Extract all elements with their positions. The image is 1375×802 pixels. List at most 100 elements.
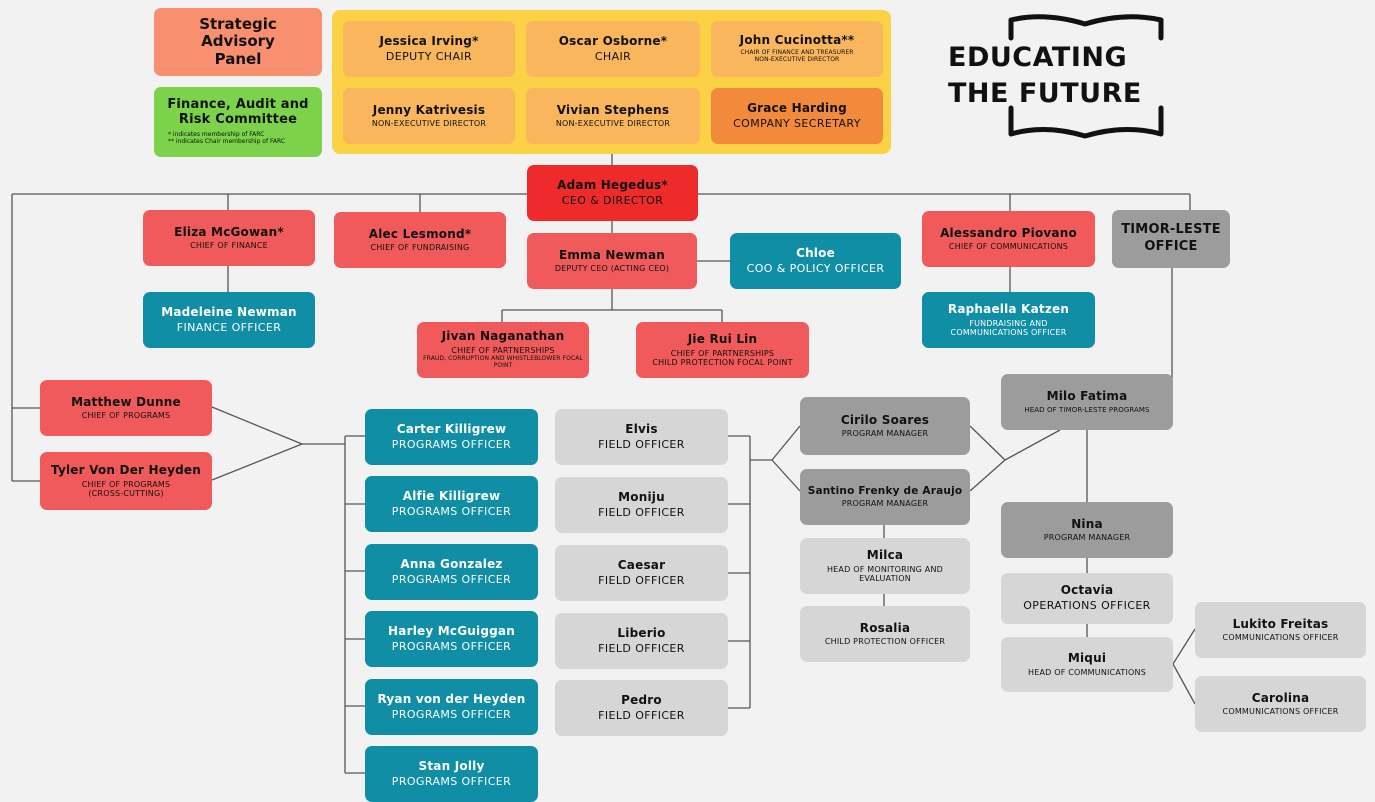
board-member-oscar: Oscar Osborne* CHAIR (526, 21, 700, 77)
field-officer-moniju: Moniju FIELD OFFICER (555, 477, 728, 533)
jivan-box: Jivan Naganathan CHIEF OF PARTNERSHIPS F… (417, 322, 589, 378)
cirilo-box: Cirilo Soares PROGRAM MANAGER (800, 397, 970, 455)
rosalia-box: Rosalia CHILD PROTECTION OFFICER (800, 606, 970, 662)
board-member-name: Jessica Irving* (379, 33, 479, 48)
ceo-box: Adam Hegedus* CEO & DIRECTOR (527, 165, 698, 221)
board-member-jessica: Jessica Irving* DEPUTY CHAIR (343, 21, 515, 77)
person-name: Jivan Naganathan (441, 329, 565, 344)
field-officer-elvis: Elvis FIELD OFFICER (555, 409, 728, 465)
person-name: Lukito Freitas (1232, 616, 1329, 631)
tyler-box: Tyler Von Der Heyden CHIEF OF PROGRAMS (… (40, 452, 212, 510)
chloe-box: Chloe COO & POLICY OFFICER (730, 233, 901, 289)
person-name: Eliza McGowan* (174, 224, 284, 239)
person-name: Santino Frenky de Araujo (807, 485, 963, 498)
board-member-name: Oscar Osborne* (558, 33, 668, 48)
person-role: FINANCE OFFICER (176, 320, 282, 334)
person-role: CHILD PROTECTION OFFICER (824, 637, 946, 647)
person-name: Anna Gonzalez (400, 556, 503, 571)
board-member-role: NON-EXECUTIVE DIRECTOR (555, 119, 671, 129)
person-name: Caesar (617, 557, 666, 572)
carolina-box: Carolina COMMUNICATIONS OFFICER (1195, 676, 1366, 732)
person-role: HEAD OF TIMOR-LESTE PROGRAMS (1024, 405, 1150, 414)
person-role: CHIEF OF PROGRAMS (CROSS-CUTTING) (81, 479, 171, 498)
board-member-john: John Cucinotta** CHAIR OF FINANCE AND TR… (711, 21, 883, 77)
matthew-box: Matthew Dunne CHIEF OF PROGRAMS (40, 380, 212, 436)
board-member-name: Grace Harding (747, 100, 847, 115)
board-member-role: NON-EXECUTIVE DIRECTOR (371, 119, 487, 129)
person-name: Emma Newman (558, 247, 666, 262)
person-name: Milo Fatima (1046, 389, 1128, 404)
timor-leste-office-label: TIMOR-LESTE OFFICE (1121, 222, 1221, 254)
board-member-name: Jenny Katrivesis (372, 102, 486, 117)
person-role: COMMUNICATIONS OFFICER (1222, 707, 1339, 717)
person-name: Liberio (617, 625, 666, 640)
person-role: OPERATIONS OFFICER (1023, 599, 1151, 613)
person-name: Matthew Dunne (71, 394, 181, 409)
person-role: PROGRAMS OFFICER (391, 504, 512, 518)
field-officer-pedro: Pedro FIELD OFFICER (555, 680, 728, 736)
person-role: PROGRAM MANAGER (841, 429, 929, 439)
person-name: Nina (1071, 516, 1103, 531)
person-name: Alessandro Piovano (940, 225, 1077, 240)
board-member-jenny: Jenny Katrivesis NON-EXECUTIVE DIRECTOR (343, 88, 515, 144)
programs-officer-alfie: Alfie Killigrew PROGRAMS OFFICER (365, 476, 538, 532)
person-role: HEAD OF COMMUNICATIONS (1027, 667, 1147, 677)
person-role: FIELD OFFICER (598, 708, 685, 722)
lukito-box: Lukito Freitas COMMUNICATIONS OFFICER (1195, 602, 1366, 658)
person-name: Chloe (796, 245, 835, 260)
person-role: PROGRAM MANAGER (1043, 533, 1131, 543)
book-logo-icon (1008, 14, 1164, 139)
person-name: Madeleine Newman (161, 304, 297, 319)
farc-note-2: ** indicates Chair membership of FARC (168, 138, 286, 146)
person-role: CHIEF OF COMMUNICATIONS (948, 242, 1069, 252)
board-member-role: COMPANY SECRETARY (733, 116, 861, 130)
board-member-role: CHAIR OF FINANCE AND TREASURER NON-EXECU… (740, 49, 854, 63)
field-officer-liberio: Liberio FIELD OFFICER (555, 613, 728, 669)
timor-leste-office-box: TIMOR-LESTE OFFICE (1112, 210, 1230, 268)
programs-officer-harley: Harley McGuiggan PROGRAMS OFFICER (365, 611, 538, 667)
person-role: FUNDRAISING AND COMMUNICATIONS OFFICER (950, 318, 1067, 337)
person-role: CHIEF OF PARTNERSHIPS (451, 345, 555, 355)
person-name: Ryan von der Heyden (377, 691, 526, 706)
person-role: PROGRAMS OFFICER (391, 572, 512, 586)
logo-line-2: THE FUTURE (948, 78, 1142, 110)
board-member-grace: Grace Harding COMPANY SECRETARY (711, 88, 883, 144)
board-member-name: Vivian Stephens (556, 102, 670, 117)
person-role: CHIEF OF FINANCE (190, 241, 268, 251)
person-name: Alec Lesmond* (368, 226, 472, 241)
alec-box: Alec Lesmond* CHIEF OF FUNDRAISING (334, 212, 506, 268)
person-name: Stan Jolly (418, 758, 485, 773)
board-member-role: CHAIR (594, 49, 632, 63)
milo-box: Milo Fatima HEAD OF TIMOR-LESTE PROGRAMS (1001, 374, 1173, 430)
person-name: Alfie Killigrew (402, 488, 501, 503)
eliza-box: Eliza McGowan* CHIEF OF FINANCE (143, 210, 315, 266)
person-name: Carolina (1251, 690, 1310, 705)
person-role: CHIEF OF PROGRAMS (81, 411, 171, 421)
person-name: Jie Rui Lin (687, 331, 758, 346)
person-role: PROGRAM MANAGER (841, 499, 929, 509)
person-role: PROGRAMS OFFICER (391, 639, 512, 653)
milca-box: Milca HEAD OF MONITORING AND EVALUATION (800, 538, 970, 594)
farc-box: Finance, Audit and Risk Committee * indi… (154, 87, 322, 157)
madeleine-box: Madeleine Newman FINANCE OFFICER (143, 292, 315, 348)
person-subrole: FRAUD, CORRUPTION AND WHISTLEBLOWER FOCA… (423, 355, 583, 369)
person-name: Tyler Von Der Heyden (51, 462, 201, 477)
farc-note-1: * indicates membership of FARC (168, 131, 265, 139)
board-member-name: John Cucinotta** (739, 33, 855, 48)
person-role: CEO & DIRECTOR (561, 193, 664, 207)
person-role: PROGRAMS OFFICER (391, 437, 512, 451)
logo-line-1: EDUCATING (948, 42, 1128, 73)
person-role: HEAD OF MONITORING AND EVALUATION (826, 564, 944, 583)
person-role: CHIEF OF PARTNERSHIPS (670, 348, 775, 358)
farc-label: Finance, Audit and Risk Committee (167, 97, 309, 128)
strategic-advisory-panel-label: Strategic Advisory Panel (199, 15, 277, 68)
person-name: Miqui (1067, 651, 1107, 665)
person-name: Rosalia (859, 620, 911, 635)
programs-officer-anna: Anna Gonzalez PROGRAMS OFFICER (365, 544, 538, 600)
person-subrole: CHILD PROTECTION FOCAL POINT (652, 357, 793, 367)
santino-box: Santino Frenky de Araujo PROGRAM MANAGER (800, 469, 970, 525)
strategic-advisory-panel-box: Strategic Advisory Panel (154, 8, 322, 76)
programs-officer-stan: Stan Jolly PROGRAMS OFFICER (365, 746, 538, 802)
board-member-role: DEPUTY CHAIR (385, 49, 473, 63)
